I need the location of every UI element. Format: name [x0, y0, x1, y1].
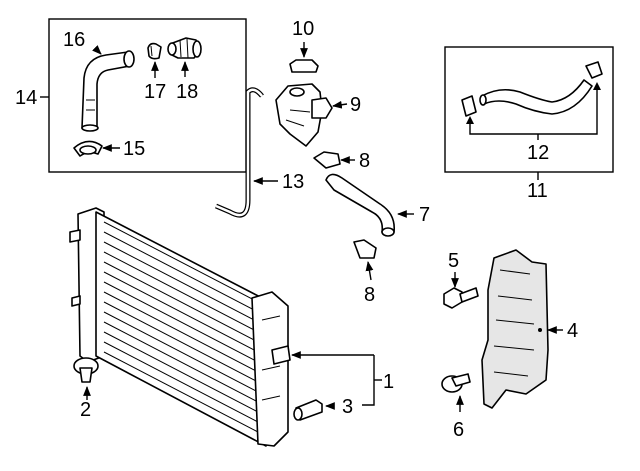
callout-18: 18 [176, 81, 198, 103]
callout-8-top: 8 [359, 150, 370, 172]
hose-icon [325, 173, 396, 237]
callout-13: 13 [282, 171, 304, 193]
lower-hose-icon [479, 79, 593, 115]
hose-clamp-icon [313, 151, 341, 169]
callout-16: 16 [63, 29, 85, 51]
callout-9: 9 [350, 94, 361, 116]
hose-clamp-icon [147, 42, 162, 60]
callout-17: 17 [144, 81, 166, 103]
shroud-panel-icon [481, 249, 549, 409]
hose-clamp-icon [461, 61, 603, 117]
upper-hose-icon [81, 50, 135, 132]
callout-7: 7 [419, 204, 430, 226]
overflow-tube-icon [215, 87, 264, 218]
callout-4: 4 [567, 320, 578, 342]
callout-15: 15 [123, 138, 145, 160]
callout-6: 6 [453, 419, 464, 441]
callout-1: 1 [383, 371, 394, 393]
inset-box-11 [444, 46, 614, 173]
callout-5: 5 [448, 250, 459, 272]
callout-10: 10 [292, 18, 314, 40]
callout-3: 3 [342, 396, 353, 418]
callout-12: 12 [527, 142, 549, 164]
callout-11: 11 [527, 180, 548, 202]
hose-clamp-icon [353, 239, 377, 259]
cap-icon [289, 59, 319, 73]
bolt-icon [443, 287, 479, 309]
radiator-icon [69, 207, 291, 447]
thermostat-housing-icon [275, 83, 333, 147]
push-pin-clip-icon [73, 357, 99, 383]
callout-8-bottom: 8 [364, 284, 375, 306]
hose-fitting-icon [167, 37, 202, 59]
drain-plug-icon [293, 399, 323, 421]
callout-14: 14 [15, 87, 37, 109]
clip-icon [73, 140, 103, 157]
bolt-icon [441, 373, 471, 393]
callout-2: 2 [80, 399, 91, 421]
